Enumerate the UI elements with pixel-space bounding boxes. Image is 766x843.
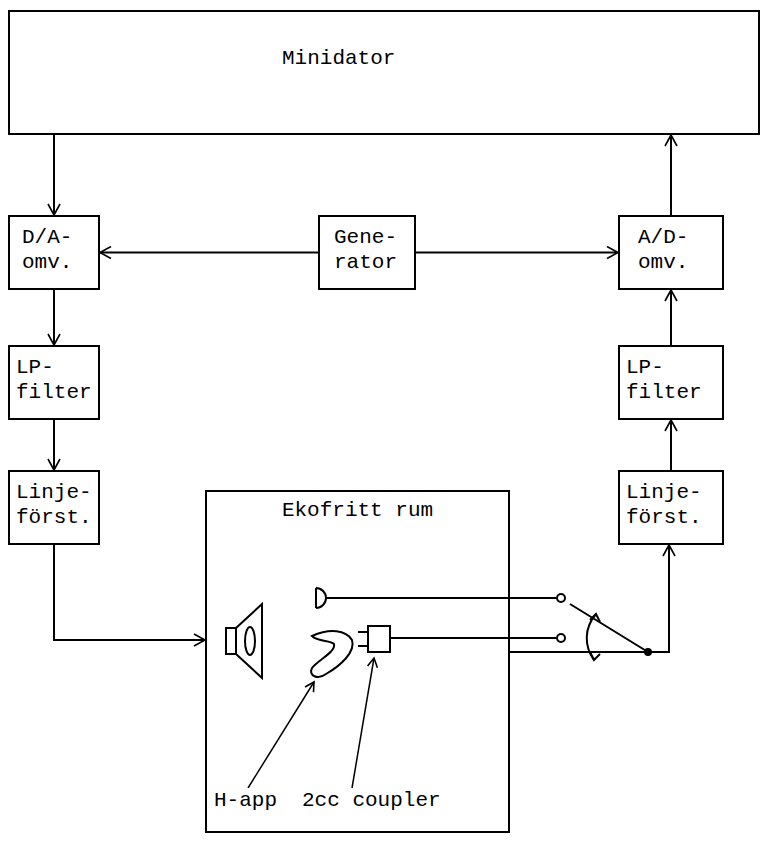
room-box: Ekofritt rum [205,490,510,833]
coupler-symbol [358,626,565,652]
box-label: Ekofritt rum [213,498,502,523]
converter-box: D/A- omv. [8,215,100,290]
signal-arrow [53,290,55,345]
generator-box: Gene- rator [318,215,416,290]
box-label: A/D- omv. [638,225,716,275]
part-label: 2cc coupler [300,788,443,813]
signal-arrow [670,290,672,345]
amplifier-box: Linje- först. [618,470,724,545]
box-label: Linje- först. [16,480,92,530]
signal-arrow [670,420,672,470]
signal-arrow [510,545,669,652]
filter-box: LP- filter [8,345,100,420]
converter-box: A/D- omv. [618,215,724,290]
signal-arrow [54,545,205,640]
box-label: Linje- först. [626,480,716,530]
amplifier-box: Linje- först. [8,470,100,545]
hearing-aid-symbol [311,631,353,677]
leader-line [248,658,374,788]
box-label: Gene- rator [334,225,408,275]
box-label: LP- filter [16,355,92,405]
filter-box: LP- filter [618,345,724,420]
signal-arrow [416,252,618,254]
box-label: Minidator [282,46,748,71]
part-label: H-app [212,788,279,813]
loudspeaker-symbol [226,604,262,678]
signal-arrow [53,420,55,470]
box-label: D/A- omv. [22,225,92,275]
signal-arrow [53,135,55,215]
box-label: LP- filter [626,355,716,405]
microphone-symbol [316,588,565,608]
signal-arrow [670,135,672,215]
signal-arrow [100,252,318,254]
computer-box: Minidator [8,10,760,135]
